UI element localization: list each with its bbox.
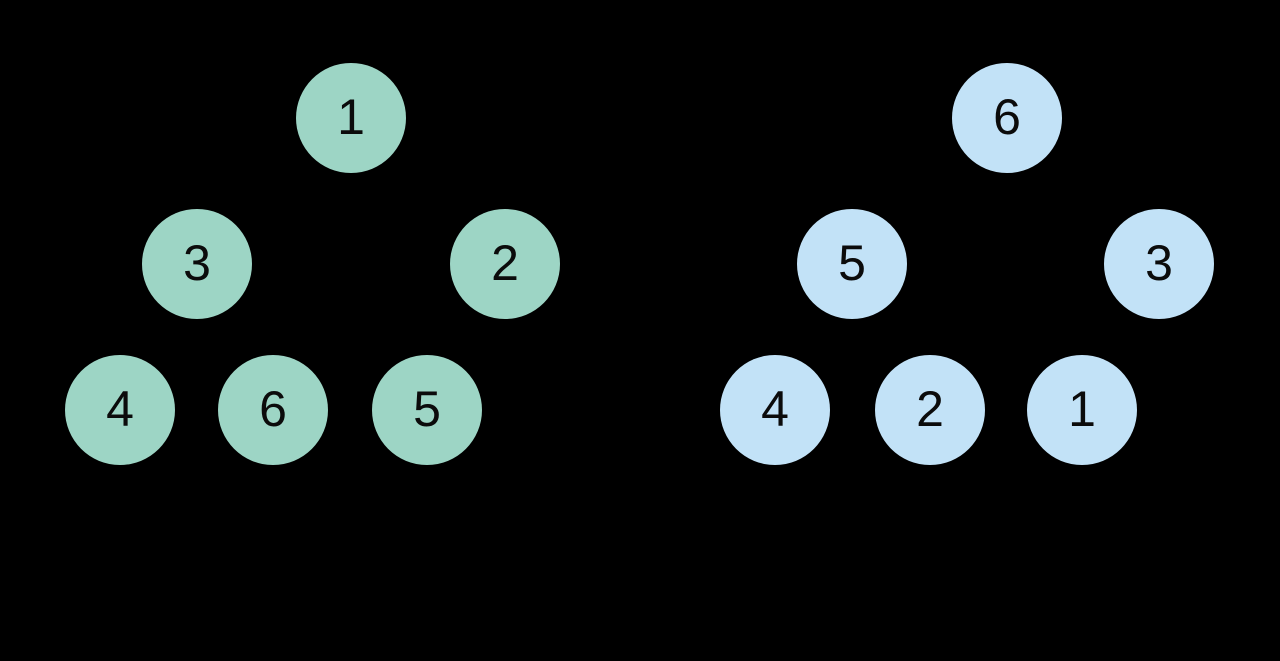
tree-node[interactable]: 3 — [1104, 209, 1214, 319]
tree-node-label: 6 — [259, 381, 287, 437]
tree-node-label: 2 — [916, 381, 944, 437]
tree-node[interactable]: 2 — [875, 355, 985, 465]
tree-node[interactable]: 4 — [720, 355, 830, 465]
tree-node-label: 5 — [413, 381, 441, 437]
tree-node[interactable]: 6 — [218, 355, 328, 465]
tree-node[interactable]: 1 — [296, 63, 406, 173]
tree-node-label: 2 — [491, 235, 519, 291]
tree-node-label: 5 — [838, 235, 866, 291]
tree-node-label: 4 — [106, 381, 134, 437]
tree-node-label: 6 — [993, 89, 1021, 145]
tree-node-label: 3 — [1145, 235, 1173, 291]
tree-node-label: 1 — [1068, 381, 1096, 437]
tree-node[interactable]: 2 — [450, 209, 560, 319]
tree-node[interactable]: 1 — [1027, 355, 1137, 465]
tree-node[interactable]: 4 — [65, 355, 175, 465]
tree-node-label: 3 — [183, 235, 211, 291]
tree-node-label: 1 — [337, 89, 365, 145]
tree-node[interactable]: 3 — [142, 209, 252, 319]
tree-node[interactable]: 6 — [952, 63, 1062, 173]
tree-node[interactable]: 5 — [372, 355, 482, 465]
tree-node[interactable]: 5 — [797, 209, 907, 319]
tree-node-label: 4 — [761, 381, 789, 437]
